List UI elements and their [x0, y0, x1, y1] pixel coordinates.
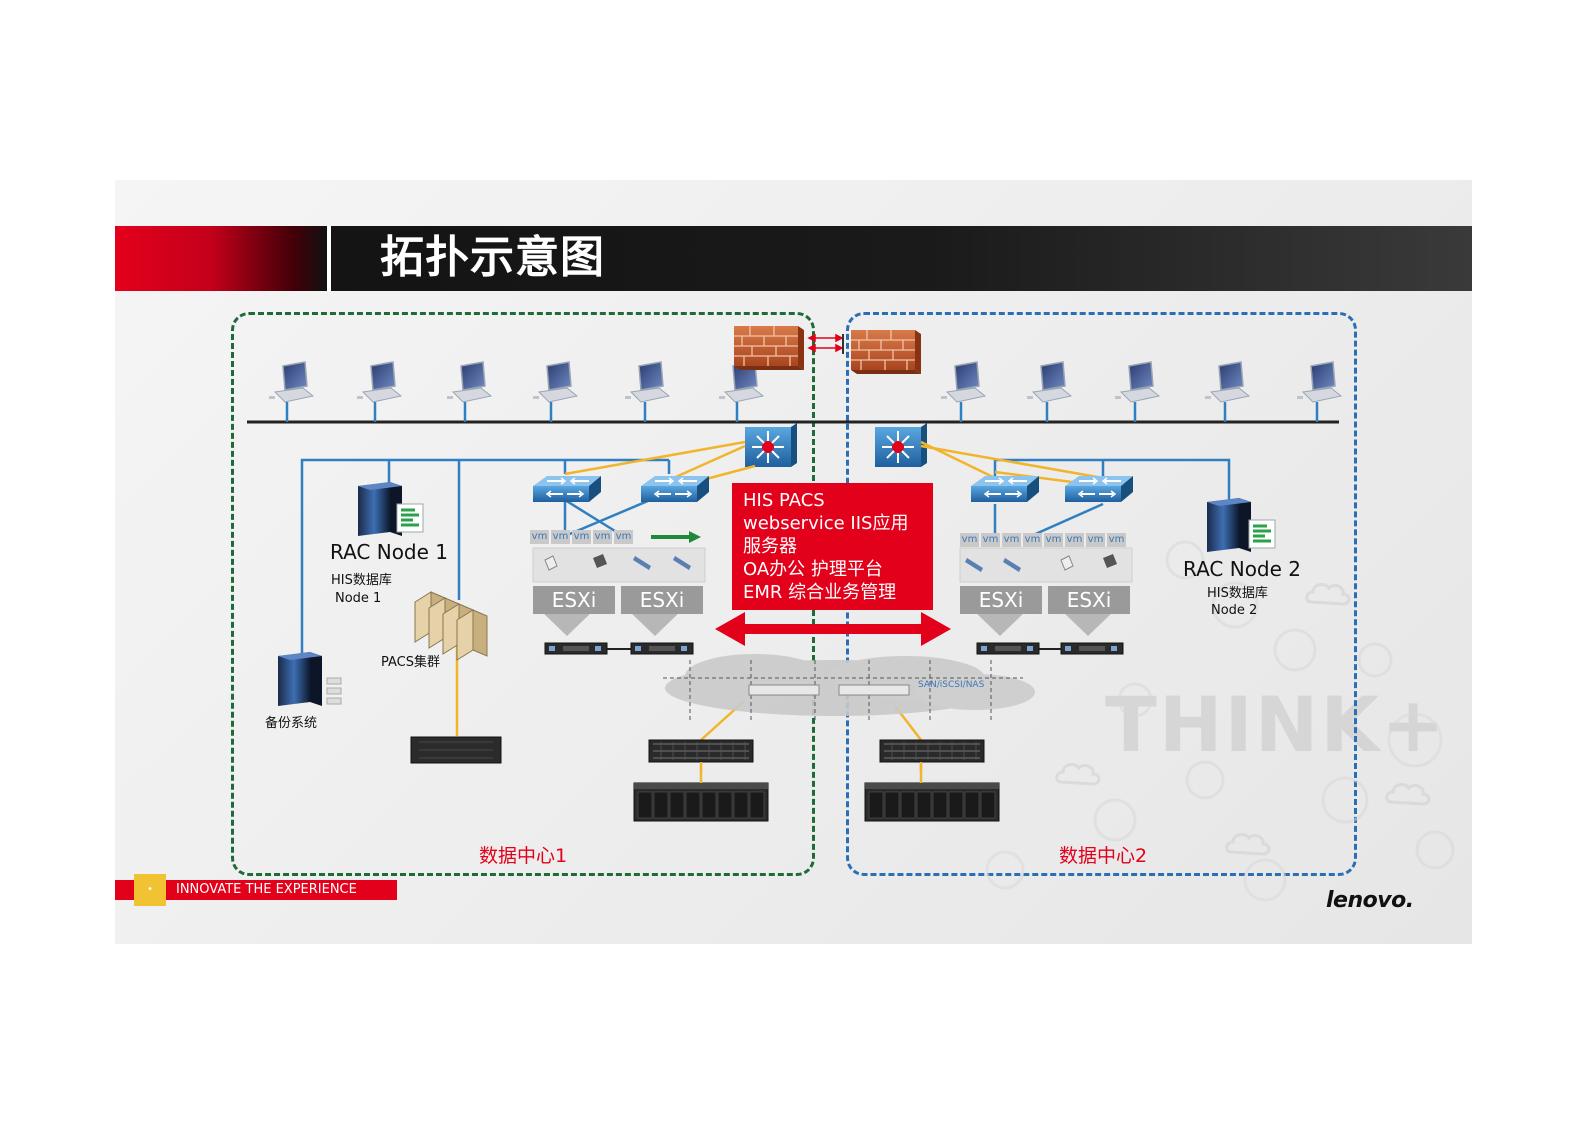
access-switch-dc2-b [1064, 475, 1134, 503]
storage-array-dc2 [864, 782, 1000, 822]
topology-diagram [247, 325, 1455, 902]
backup-system-label: 备份系统 [265, 716, 318, 731]
title-bar-accent [115, 226, 327, 291]
service-line: HIS PACS [743, 490, 825, 511]
service-line: webservice IIS应用 [743, 513, 909, 534]
datacenter-2-label: 数据中心2 [1059, 845, 1148, 867]
access-switch-dc1-a [532, 475, 602, 503]
vm-tile: vm [960, 533, 979, 547]
firewall-dc1 [733, 325, 805, 371]
vm-tile: vm [1086, 533, 1105, 547]
firewall-dc2 [850, 329, 922, 375]
rac-node-2-sub-label: Node 2 [1211, 603, 1258, 618]
datacenter-1-label: 数据中心1 [479, 845, 568, 867]
rac-node-2-db-label: HIS数据库 [1207, 586, 1268, 601]
rac-node-2-server [1207, 498, 1251, 552]
san-label: SAN/iSCSI/NAS [918, 680, 985, 690]
san-cloud [663, 654, 1035, 720]
rac-node-1-label: RAC Node 1 [330, 540, 449, 564]
lenovo-logo: lenovo. [1326, 888, 1414, 913]
vm-tile: vm [981, 533, 1000, 547]
replication-arrow [715, 612, 951, 646]
vm-tile: vm [1002, 533, 1021, 547]
slide: THINK+ 拓扑示意图 [115, 180, 1472, 944]
workstations-dc2 [940, 361, 1342, 422]
rac-node-2-doc-icon [1247, 518, 1277, 550]
footer-slogan: INNOVATE THE EXPERIENCE [176, 882, 357, 897]
rac-node-1-sub-label: Node 1 [335, 591, 382, 606]
pacs-cluster-label: PACS集群 [381, 655, 441, 670]
service-line: 服务器 [743, 536, 797, 557]
pacs-cluster-servers [414, 591, 488, 661]
core-switch-dc2 [874, 422, 928, 468]
esxi-host-label: ESXi [621, 586, 703, 614]
vm-tile: vm [1023, 533, 1042, 547]
think-watermark: THINK+ [1105, 680, 1447, 769]
rac-node-2-label: RAC Node 2 [1183, 557, 1302, 581]
footer-badge: • [134, 874, 166, 906]
page-title: 拓扑示意图 [380, 232, 605, 283]
vm-tile: vm [530, 530, 549, 544]
vm-tile: vm [572, 530, 591, 544]
vm-tile: vm [614, 530, 633, 544]
esxi-host-label: ESXi [533, 586, 615, 614]
footer-banner: • INNOVATE THE EXPERIENCE [115, 874, 397, 906]
rac-node-1-doc-icon [395, 502, 425, 534]
access-switch-dc1-b [640, 475, 710, 503]
vm-tile: vm [1044, 533, 1063, 547]
vm-tile: vm [593, 530, 612, 544]
esxi-host-label: ESXi [1048, 586, 1130, 614]
access-switch-dc2-a [970, 475, 1040, 503]
title-bar: 拓扑示意图 [115, 226, 1472, 291]
service-line: OA办公 护理平台 [743, 559, 883, 580]
rac-node-1-db-label: HIS数据库 [331, 573, 392, 588]
decorative-icons [985, 540, 1455, 902]
core-switch-dc1 [744, 422, 798, 468]
vm-tile: vm [551, 530, 570, 544]
esxi-host-label: ESXi [960, 586, 1042, 614]
services-box: HIS PACS webservice IIS应用 服务器 OA办公 护理平台 … [732, 483, 933, 610]
storage-array-dc1 [633, 782, 769, 822]
vm-tile: vm [1065, 533, 1084, 547]
rac-node-1-server [358, 482, 402, 536]
storage-shelf-dc1 [648, 739, 754, 763]
vm-tile: vm [1107, 533, 1126, 547]
storage-shelf-dc2 [879, 739, 985, 763]
service-line: EMR 综合业务管理 [743, 582, 897, 603]
workstations-dc1 [268, 361, 764, 422]
backup-server [278, 652, 322, 706]
